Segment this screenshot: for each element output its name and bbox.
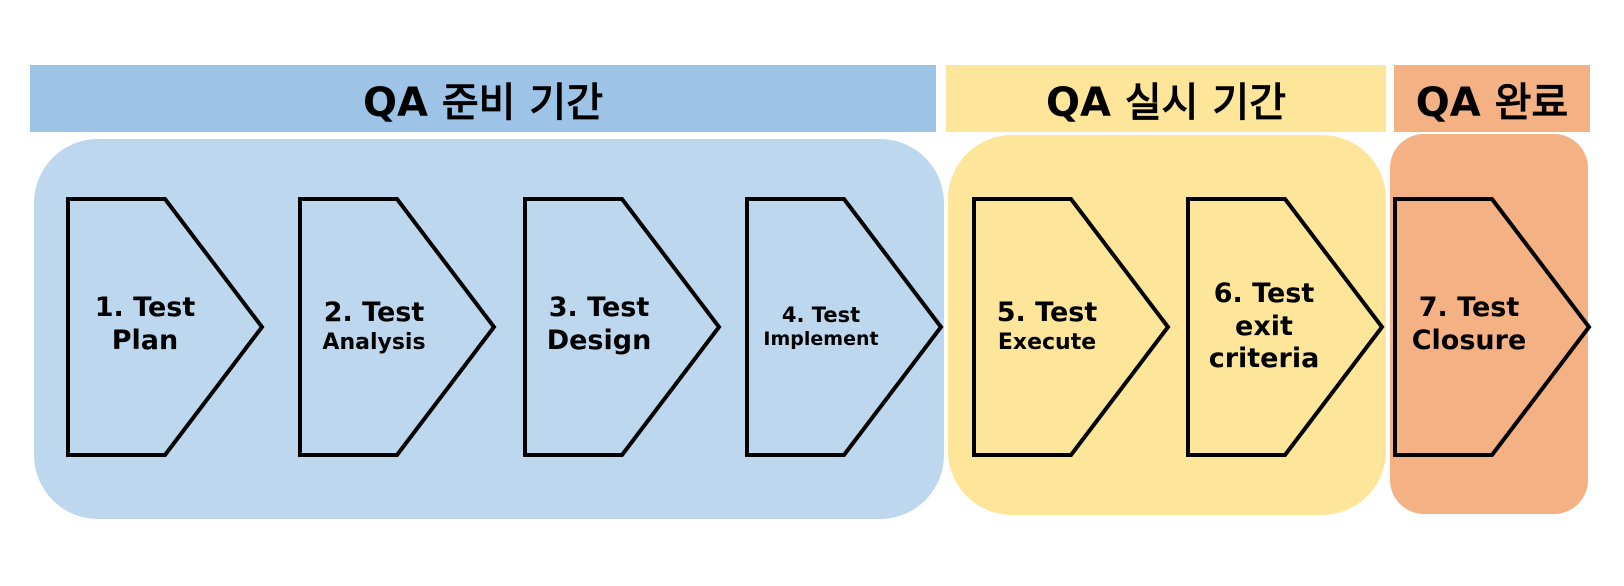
pentagon-arrow-shape [1393,197,1592,457]
phase-title-prep: QA 준비 기간 [362,79,603,126]
step-6-line1: 6. Test [1213,277,1315,309]
pentagon-arrow-shape [523,197,722,457]
step-1-line1: 1. Test [94,292,196,324]
step-5-test-execute: 5. Test Execute [972,197,1171,457]
step-6-label: 6. Test exit criteria [1190,199,1338,455]
pentagon-arrow-shape [972,197,1171,457]
step-2-line2: Analysis [322,330,426,356]
step-6-test-exit-criteria: 6. Test exit criteria [1186,197,1385,457]
step-7-line2: Closure [1411,325,1527,356]
step-3-line1: 3. Test [548,292,650,324]
step-4-line2: Implement [763,328,879,351]
step-5-line2: Execute [997,330,1097,356]
step-4-test-implement: 4. Test Implement [745,197,944,457]
step-4-line1: 4. Test [781,302,861,327]
step-1-test-plan: 1. Test Plan [66,197,265,457]
step-5-label: 5. Test Execute [973,199,1121,455]
step-3-label: 3. Test Design [525,197,673,453]
step-7-test-closure: 7. Test Closure [1393,197,1592,457]
phase-header-prep: QA 준비 기간 [30,65,936,132]
step-5-line1: 5. Test [996,297,1098,329]
phase-title-exec: QA 실시 기간 [1045,79,1286,126]
step-2-label: 2. Test Analysis [300,199,448,455]
step-6-line2: exit [1235,310,1293,342]
pentagon-arrow-shape [745,197,944,457]
step-4-label: 4. Test Implement [747,199,895,455]
step-3-test-design: 3. Test Design [523,197,722,457]
phase-header-exec: QA 실시 기간 [946,65,1386,132]
phase-header-done: QA 완료 [1394,65,1590,132]
step-7-label: 7. Test Closure [1395,197,1543,453]
step-2-line1: 2. Test [323,297,425,329]
step-2-test-analysis: 2. Test Analysis [298,197,497,457]
step-7-line1: 7. Test [1418,292,1520,324]
step-1-line2: Plan [111,325,179,356]
pentagon-arrow-shape [298,197,497,457]
step-1-label: 1. Test Plan [71,197,219,453]
phase-title-done: QA 완료 [1415,79,1569,126]
step-3-line2: Design [546,325,652,356]
pentagon-arrow-shape [1186,197,1385,457]
pentagon-arrow-shape [66,197,265,457]
step-6-line3: criteria [1208,343,1320,375]
